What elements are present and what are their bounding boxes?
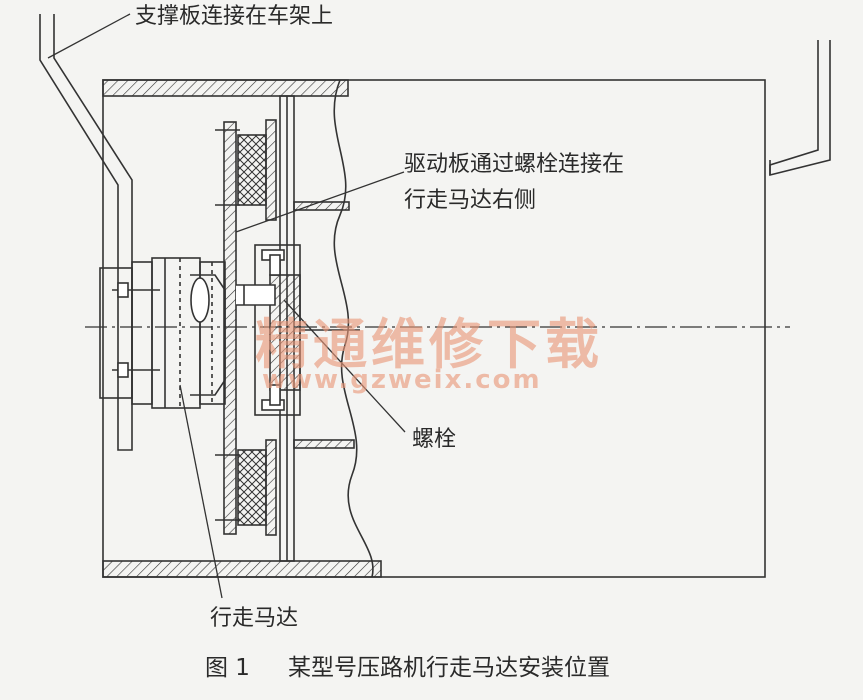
drum-frame <box>102 79 766 578</box>
rubber-block-bottom <box>237 449 267 526</box>
watermark-cn: 精通维修下载 <box>255 313 603 376</box>
leader-bolt <box>283 299 406 433</box>
leader-travel-motor <box>179 384 223 599</box>
top-hatched-strip <box>102 79 349 97</box>
label-support-plate: 支撑板连接在车架上 <box>135 4 334 29</box>
watermark-url: www.gzweix.com <box>262 365 542 395</box>
drive-plate <box>223 121 237 535</box>
bottom-hatched-strip <box>102 560 382 578</box>
break-line <box>333 79 374 578</box>
label-travel-motor: 行走马达 <box>210 606 299 631</box>
rubber-block-top <box>237 134 267 206</box>
label-drive-plate-line2: 行走马达右侧 <box>404 188 537 213</box>
label-drive-plate-line1: 驱动板通过螺栓连接在 <box>404 152 625 177</box>
figure-caption: 图 1 某型号压路机行走马达安装位置 <box>205 648 610 682</box>
caption-number: 图 1 <box>205 655 250 681</box>
caption-title: 某型号压路机行走马达安装位置 <box>287 655 610 681</box>
right-support-plate <box>769 40 831 177</box>
leader-support-plate <box>47 13 131 59</box>
leader-drive-plate <box>235 171 405 233</box>
travel-motor-body <box>151 257 201 409</box>
left-support-plate <box>39 14 133 451</box>
label-bolt: 螺栓 <box>412 427 457 452</box>
